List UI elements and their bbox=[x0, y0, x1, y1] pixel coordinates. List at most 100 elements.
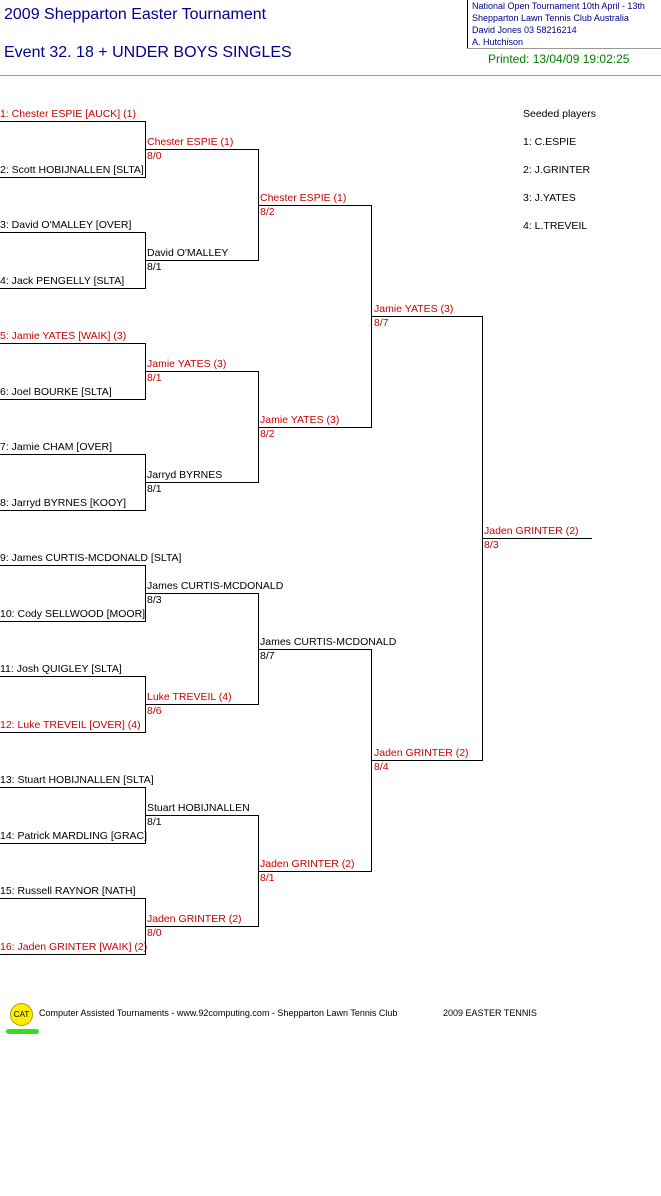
bracket-line bbox=[259, 649, 372, 650]
bracket-line bbox=[259, 871, 372, 872]
seeded-title: Seeded players bbox=[523, 108, 596, 120]
seeded-item: 3: J.YATES bbox=[523, 192, 576, 204]
bracket-line bbox=[145, 676, 146, 733]
champion-score: 8/3 bbox=[484, 539, 499, 551]
header-divider bbox=[0, 75, 661, 76]
bracket-line bbox=[0, 343, 146, 344]
bracket-line bbox=[146, 815, 259, 816]
bracket-line bbox=[0, 288, 146, 289]
match-score: 8/1 bbox=[147, 483, 162, 495]
player-entry: 3: David O'MALLEY [OVER] bbox=[0, 219, 132, 231]
bracket-line bbox=[258, 149, 259, 261]
match-score: 8/7 bbox=[374, 317, 389, 329]
match-score: 8/0 bbox=[147, 150, 162, 162]
seeded-item: 1: C.ESPIE bbox=[523, 136, 577, 148]
match-score: 8/1 bbox=[260, 872, 275, 884]
event-title: Event 32. 18 + UNDER BOYS SINGLES bbox=[4, 44, 292, 61]
match-winner: Luke TREVEIL (4) bbox=[147, 691, 232, 703]
bracket-line bbox=[146, 482, 259, 483]
match-winner: James CURTIS-MCDONALD bbox=[260, 636, 397, 648]
footer-right: 2009 EASTER TENNIS bbox=[443, 1008, 537, 1018]
match-winner: Chester ESPIE (1) bbox=[147, 136, 234, 148]
player-entry: 11: Josh QUIGLEY [SLTA] bbox=[0, 663, 122, 675]
match-winner: Jamie YATES (3) bbox=[374, 303, 454, 315]
player-entry: 1: Chester ESPIE [AUCK] (1) bbox=[0, 108, 136, 120]
bracket-line bbox=[483, 538, 592, 539]
bracket-line bbox=[146, 926, 259, 927]
bracket-line bbox=[0, 399, 146, 400]
bracket-line bbox=[145, 787, 146, 844]
player-entry: 4: Jack PENGELLY [SLTA] bbox=[0, 275, 125, 287]
info-underline bbox=[467, 48, 661, 49]
bracket-line bbox=[146, 260, 259, 261]
bracket-line bbox=[0, 565, 146, 566]
bracket-line bbox=[258, 593, 259, 705]
match-winner: Jaden GRINTER (2) bbox=[260, 858, 355, 870]
player-entry: 12: Luke TREVEIL [OVER] (4) bbox=[0, 719, 141, 731]
match-score: 8/7 bbox=[260, 650, 275, 662]
match-score: 8/1 bbox=[147, 816, 162, 828]
bracket-line bbox=[482, 316, 483, 761]
bracket-line bbox=[372, 316, 483, 317]
bracket-line bbox=[0, 898, 146, 899]
seeded-item: 2: J.GRINTER bbox=[523, 164, 591, 176]
player-entry: 2: Scott HOBIJNALLEN [SLTA] bbox=[0, 164, 144, 176]
player-entry: 6: Joel BOURKE [SLTA] bbox=[0, 386, 112, 398]
bracket-line bbox=[0, 843, 146, 844]
bracket-line bbox=[372, 760, 483, 761]
bracket-line bbox=[146, 593, 259, 594]
bracket-line bbox=[146, 704, 259, 705]
bracket-line bbox=[0, 121, 146, 122]
match-score: 8/1 bbox=[147, 372, 162, 384]
bracket-line bbox=[145, 343, 146, 400]
info-line: A. Hutchison bbox=[472, 37, 524, 47]
match-winner: Jaden GRINTER (2) bbox=[374, 747, 469, 759]
match-winner: Jamie YATES (3) bbox=[260, 414, 340, 426]
player-entry: 7: Jamie CHAM [OVER] bbox=[0, 441, 113, 453]
bracket-line bbox=[258, 815, 259, 927]
bracket-line bbox=[0, 787, 146, 788]
info-line: National Open Tournament 10th April - 13… bbox=[472, 1, 645, 11]
info-line: Shepparton Lawn Tennis Club Australia bbox=[472, 13, 629, 23]
match-score: 8/6 bbox=[147, 705, 162, 717]
footer-text: Computer Assisted Tournaments - www.92co… bbox=[39, 1008, 398, 1018]
match-winner: Jamie YATES (3) bbox=[147, 358, 227, 370]
match-score: 8/2 bbox=[260, 428, 275, 440]
bracket-line bbox=[0, 621, 146, 622]
bracket-line bbox=[259, 427, 372, 428]
bracket-line bbox=[146, 371, 259, 372]
match-winner: David O'MALLEY bbox=[147, 247, 229, 259]
match-winner: Jaden GRINTER (2) bbox=[147, 913, 242, 925]
player-entry: 16: Jaden GRINTER [WAIK] (2) bbox=[0, 941, 148, 953]
bracket-line bbox=[145, 898, 146, 955]
match-winner: James CURTIS-MCDONALD bbox=[147, 580, 284, 592]
bracket-line bbox=[0, 732, 146, 733]
cat-logo-icon: CAT bbox=[10, 1003, 33, 1026]
bracket-line bbox=[145, 565, 146, 622]
cat-logo-bar bbox=[6, 1029, 39, 1034]
bracket-line bbox=[0, 676, 146, 677]
player-entry: 5: Jamie YATES [WAIK] (3) bbox=[0, 330, 127, 342]
bracket-line bbox=[145, 232, 146, 289]
info-divider bbox=[467, 0, 468, 48]
bracket-line bbox=[258, 371, 259, 483]
bracket-line bbox=[145, 454, 146, 511]
player-entry: 13: Stuart HOBIJNALLEN [SLTA] bbox=[0, 774, 154, 786]
bracket-line bbox=[0, 232, 146, 233]
bracket-line bbox=[146, 149, 259, 150]
bracket-line bbox=[0, 954, 146, 955]
player-entry: 10: Cody SELLWOOD [MOOR] bbox=[0, 608, 146, 620]
match-winner: Chester ESPIE (1) bbox=[260, 192, 347, 204]
match-score: 8/2 bbox=[260, 206, 275, 218]
bracket-line bbox=[0, 510, 146, 511]
bracket-line bbox=[145, 121, 146, 178]
bracket-line bbox=[371, 205, 372, 428]
info-block: National Open Tournament 10th April - 13… bbox=[472, 0, 645, 48]
player-entry: 9: James CURTIS-MCDONALD [SLTA] bbox=[0, 552, 182, 564]
match-winner: Jarryd BYRNES bbox=[147, 469, 223, 481]
champion-name: Jaden GRINTER (2) bbox=[484, 525, 579, 537]
seeded-item: 4: L.TREVEIL bbox=[523, 220, 588, 232]
tournament-title: 2009 Shepparton Easter Tournament bbox=[4, 6, 267, 23]
match-score: 8/0 bbox=[147, 927, 162, 939]
match-score: 8/1 bbox=[147, 261, 162, 273]
